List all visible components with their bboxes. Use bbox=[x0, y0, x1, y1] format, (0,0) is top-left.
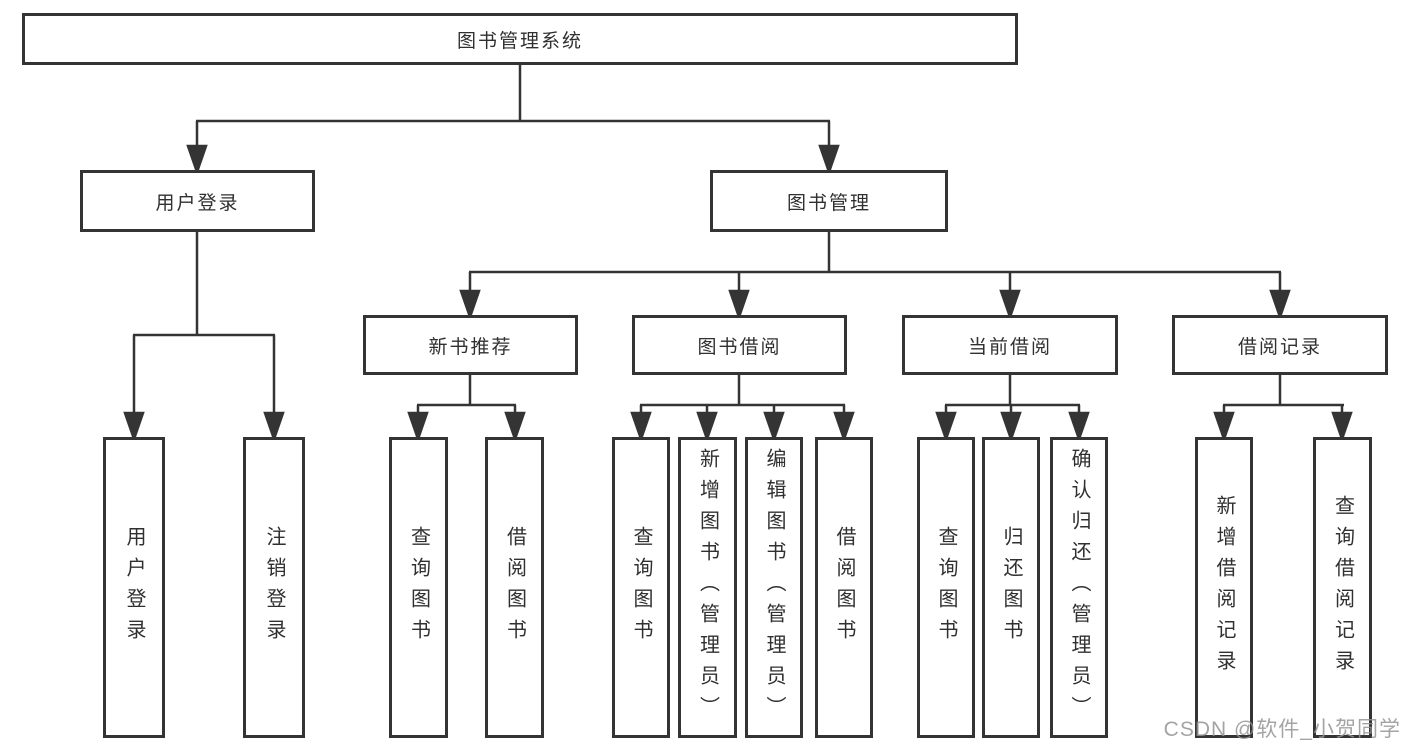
node-new-book-recommendation-label: 新书推荐 bbox=[428, 336, 513, 358]
csdn-watermark: CSDN @软件_小贺同学 bbox=[1163, 718, 1401, 741]
node-book-management: 图书管理 bbox=[710, 170, 948, 232]
leaf-bb-edit-books-admin-label: 编辑图书（管理员） bbox=[763, 448, 785, 727]
node-borrowing-records-label: 借阅记录 bbox=[1237, 336, 1322, 358]
leaf-bb-add-books-admin: 新增图书（管理员） bbox=[678, 437, 737, 738]
leaf-cb-return-books-label: 归还图书 bbox=[1000, 525, 1022, 650]
leaf-bb-borrow-books-label: 借阅图书 bbox=[833, 525, 855, 650]
leaf-br-add-record-label: 新增借阅记录 bbox=[1213, 494, 1235, 681]
node-book-borrowing-label: 图书借阅 bbox=[697, 336, 782, 358]
leaf-bb-add-books-admin-label: 新增图书（管理员） bbox=[696, 448, 719, 727]
node-user-login: 用户登录 bbox=[80, 170, 315, 232]
leaf-cb-confirm-return-admin: 确认归还（管理员） bbox=[1050, 437, 1108, 738]
leaf-br-query-record-label: 查询借阅记录 bbox=[1331, 494, 1354, 681]
leaf-cb-return-books: 归还图书 bbox=[982, 437, 1040, 738]
leaf-cb-confirm-return-admin-label: 确认归还（管理员） bbox=[1068, 448, 1090, 727]
leaf-logout: 注销登录 bbox=[243, 437, 305, 738]
leaf-rec-query-books: 查询图书 bbox=[389, 437, 448, 738]
leaf-rec-borrow-books-label: 借阅图书 bbox=[503, 525, 526, 650]
node-root-label: 图书管理系统 bbox=[456, 30, 583, 52]
leaf-rec-query-books-label: 查询图书 bbox=[407, 525, 430, 650]
leaf-cb-query-books: 查询图书 bbox=[917, 437, 975, 738]
leaf-cb-query-books-label: 查询图书 bbox=[935, 525, 957, 650]
node-book-borrowing: 图书借阅 bbox=[632, 315, 847, 375]
node-current-borrowing-label: 当前借阅 bbox=[967, 336, 1052, 358]
node-user-login-label: 用户登录 bbox=[155, 192, 240, 214]
node-book-management-label: 图书管理 bbox=[786, 192, 871, 214]
leaf-bb-borrow-books: 借阅图书 bbox=[815, 437, 873, 738]
node-root: 图书管理系统 bbox=[22, 13, 1018, 65]
leaf-rec-borrow-books: 借阅图书 bbox=[485, 437, 544, 738]
node-current-borrowing: 当前借阅 bbox=[902, 315, 1118, 375]
leaf-bb-query-books-label: 查询图书 bbox=[630, 525, 652, 650]
node-borrowing-records: 借阅记录 bbox=[1172, 315, 1388, 375]
leaf-bb-edit-books-admin: 编辑图书（管理员） bbox=[745, 437, 803, 738]
leaf-bb-query-books: 查询图书 bbox=[612, 437, 670, 738]
leaf-logout-label: 注销登录 bbox=[263, 525, 285, 650]
leaf-br-add-record: 新增借阅记录 bbox=[1195, 437, 1253, 738]
leaf-user-login-label: 用户登录 bbox=[123, 525, 145, 650]
leaf-br-query-record: 查询借阅记录 bbox=[1313, 437, 1372, 738]
leaf-user-login: 用户登录 bbox=[103, 437, 165, 738]
node-new-book-recommendation: 新书推荐 bbox=[363, 315, 578, 375]
